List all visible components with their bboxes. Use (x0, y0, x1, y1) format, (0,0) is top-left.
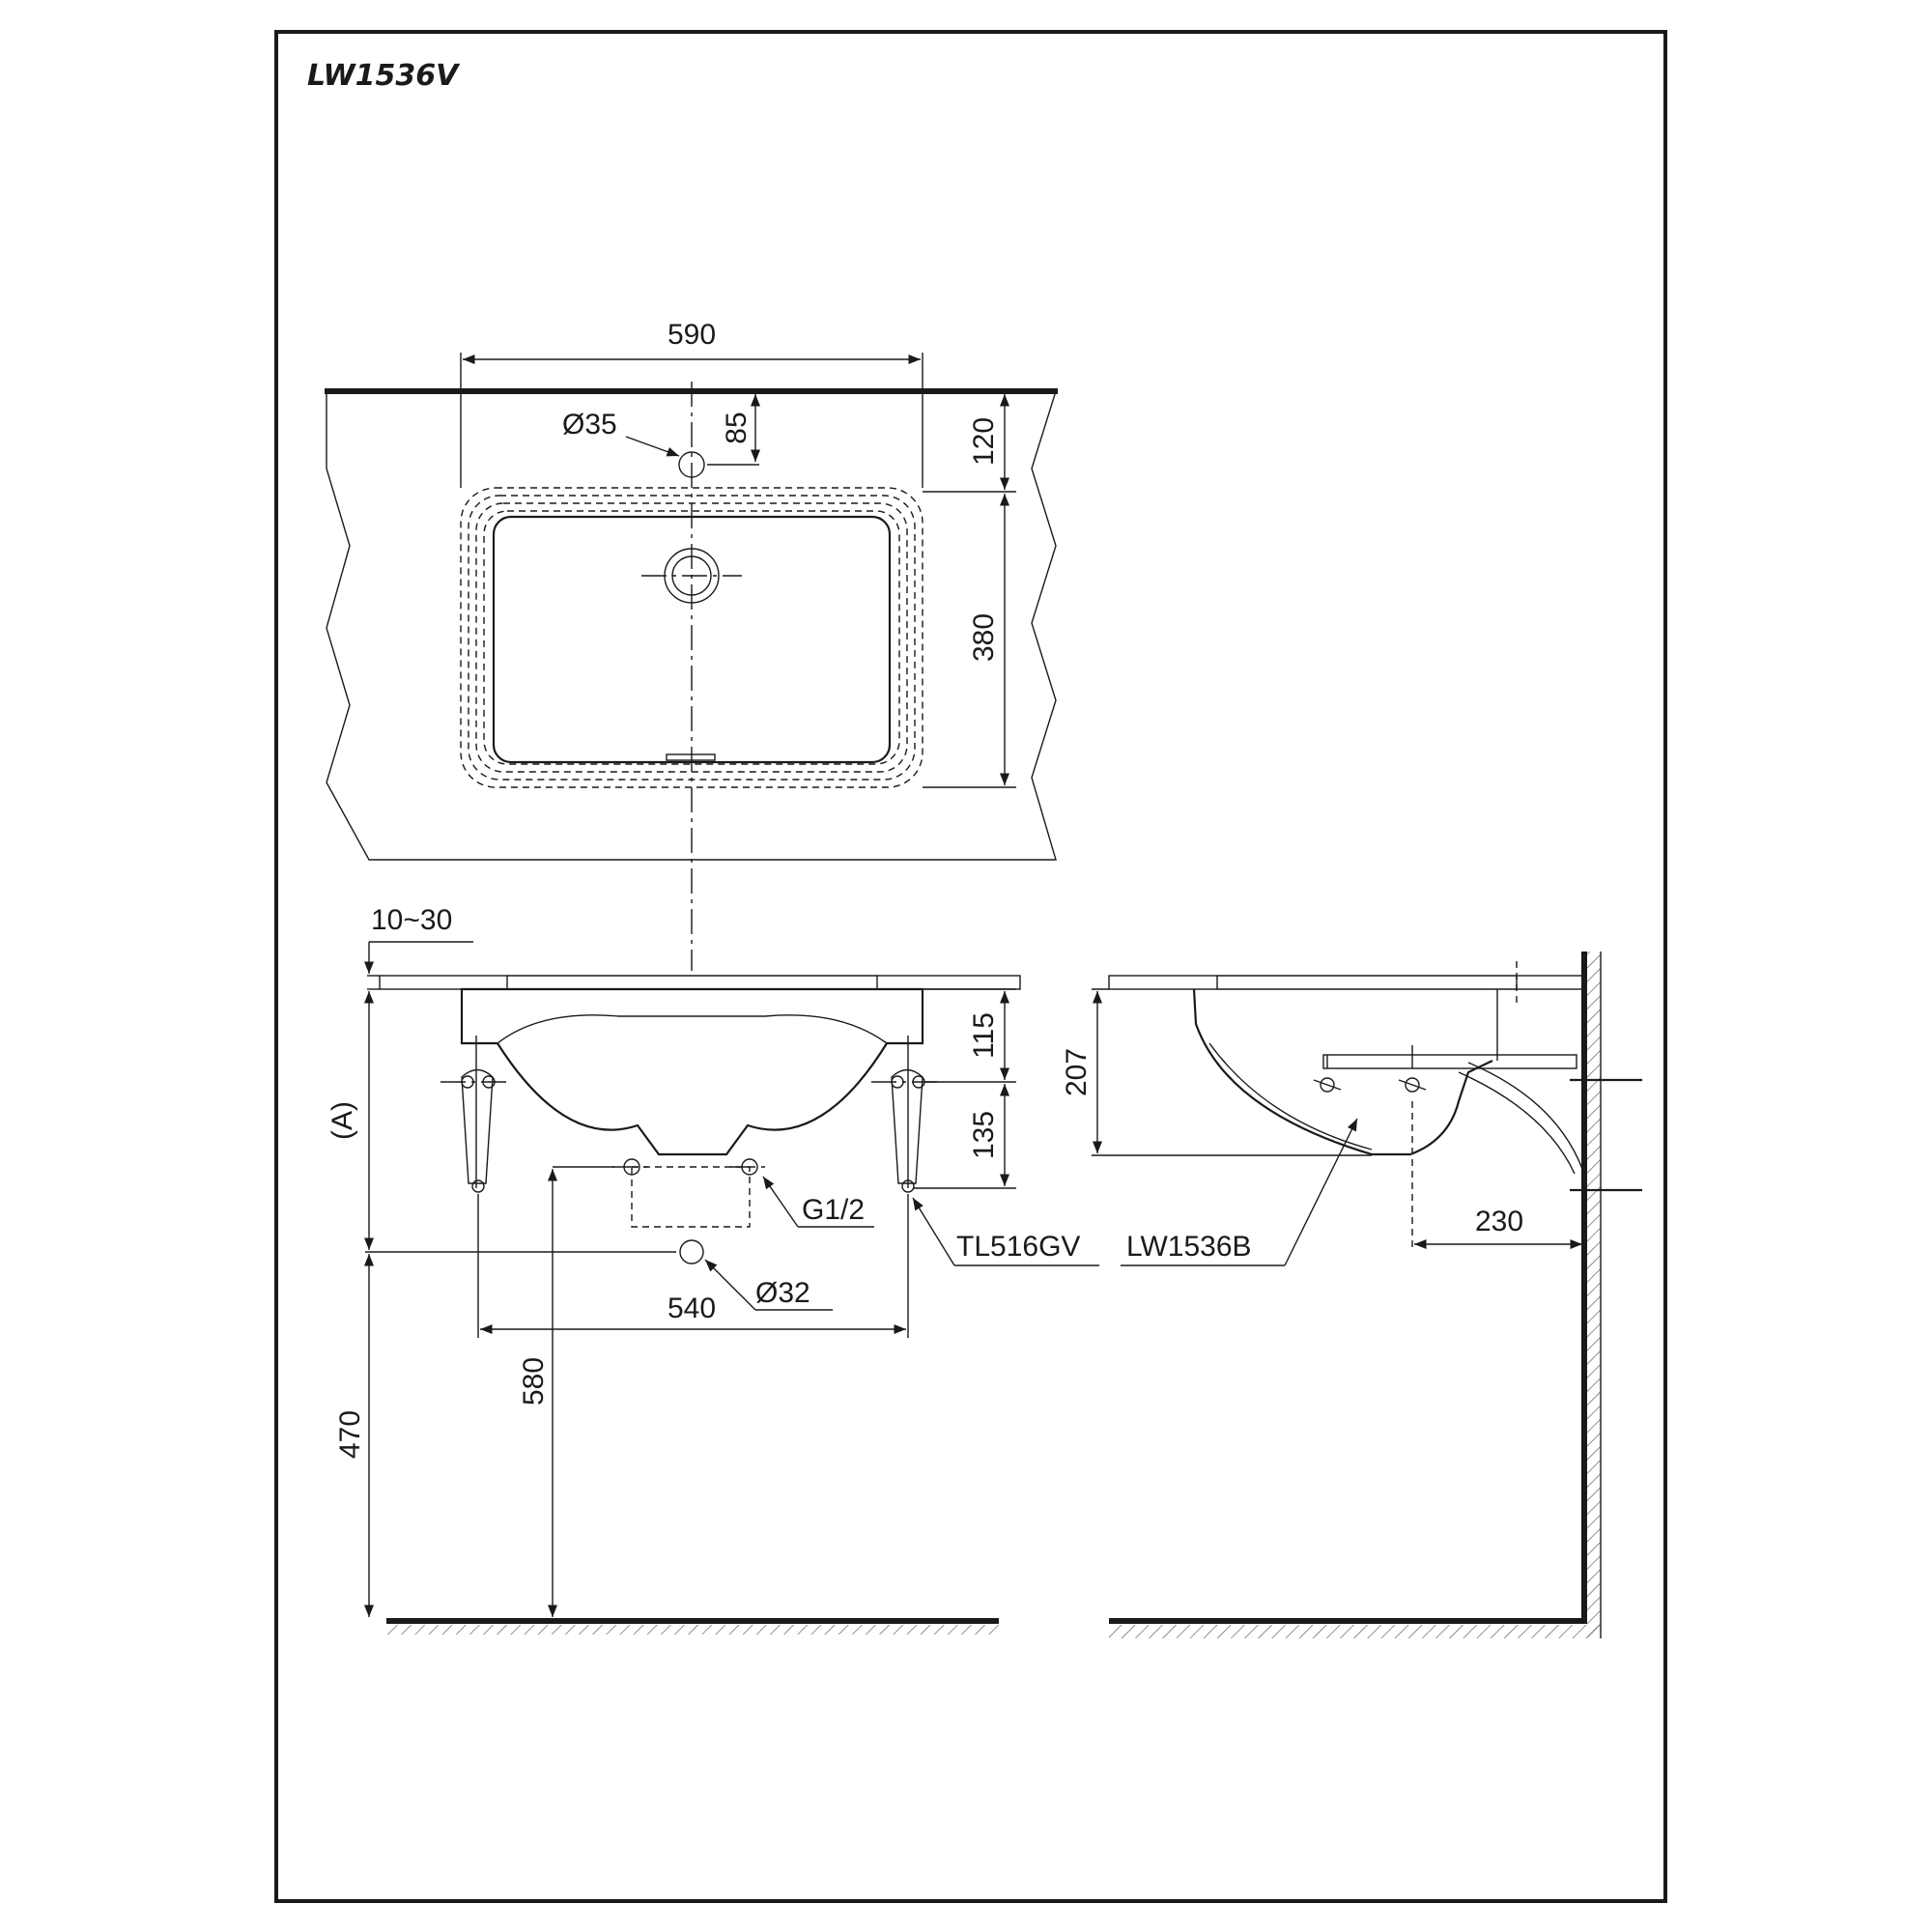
dim-580-label: 580 (518, 1357, 550, 1406)
model-title: LW1536V (307, 59, 461, 93)
side-view: 207 230 LW1536B (1061, 952, 1642, 1638)
dim-470-label: 470 (334, 1410, 366, 1459)
lw1536b-label: LW1536B (1126, 1231, 1252, 1263)
bracket-side (1313, 1045, 1642, 1192)
bracket-left (440, 1036, 510, 1193)
dim-230-label: 230 (1475, 1206, 1523, 1237)
tl516gv-label: TL516GV (956, 1231, 1080, 1263)
counter-side (1108, 975, 1218, 990)
drain-outlet (679, 1239, 704, 1264)
basin-front-profile (460, 987, 924, 1156)
dim-a-label: (A) (327, 1101, 358, 1140)
front-view: 10~30 (A) 470 580 115 135 540 G1/2 Ø32 (327, 904, 1099, 1634)
dim-207-label: 207 (1061, 1048, 1093, 1096)
dim-120-label: 120 (968, 417, 1000, 466)
drain (641, 548, 742, 604)
counter-slab-right (876, 975, 1021, 990)
dim-540-label: 540 (668, 1293, 716, 1324)
dim-590-label: 590 (668, 319, 716, 351)
counter-slab-left (379, 975, 508, 990)
counter-top-outline (326, 390, 1057, 861)
dim-10-30-label: 10~30 (371, 904, 452, 936)
g12-label: G1/2 (802, 1194, 865, 1226)
dim-135-label: 135 (968, 1111, 1000, 1159)
dim-85-label: 85 (721, 412, 753, 443)
overflow-slot (666, 753, 716, 761)
basin-side-profile (1192, 988, 1493, 1156)
plan-view: 590 Ø35 85 120 380 (325, 319, 1058, 971)
tap-hole (678, 451, 705, 478)
dim-380-label: 380 (968, 613, 1000, 662)
bracket-right (871, 1036, 943, 1193)
drawing-frame (274, 30, 1667, 1903)
dim-115-label: 115 (968, 1012, 1000, 1059)
drain-d32-label: Ø32 (755, 1277, 810, 1309)
tap-hole-label: Ø35 (562, 409, 617, 440)
